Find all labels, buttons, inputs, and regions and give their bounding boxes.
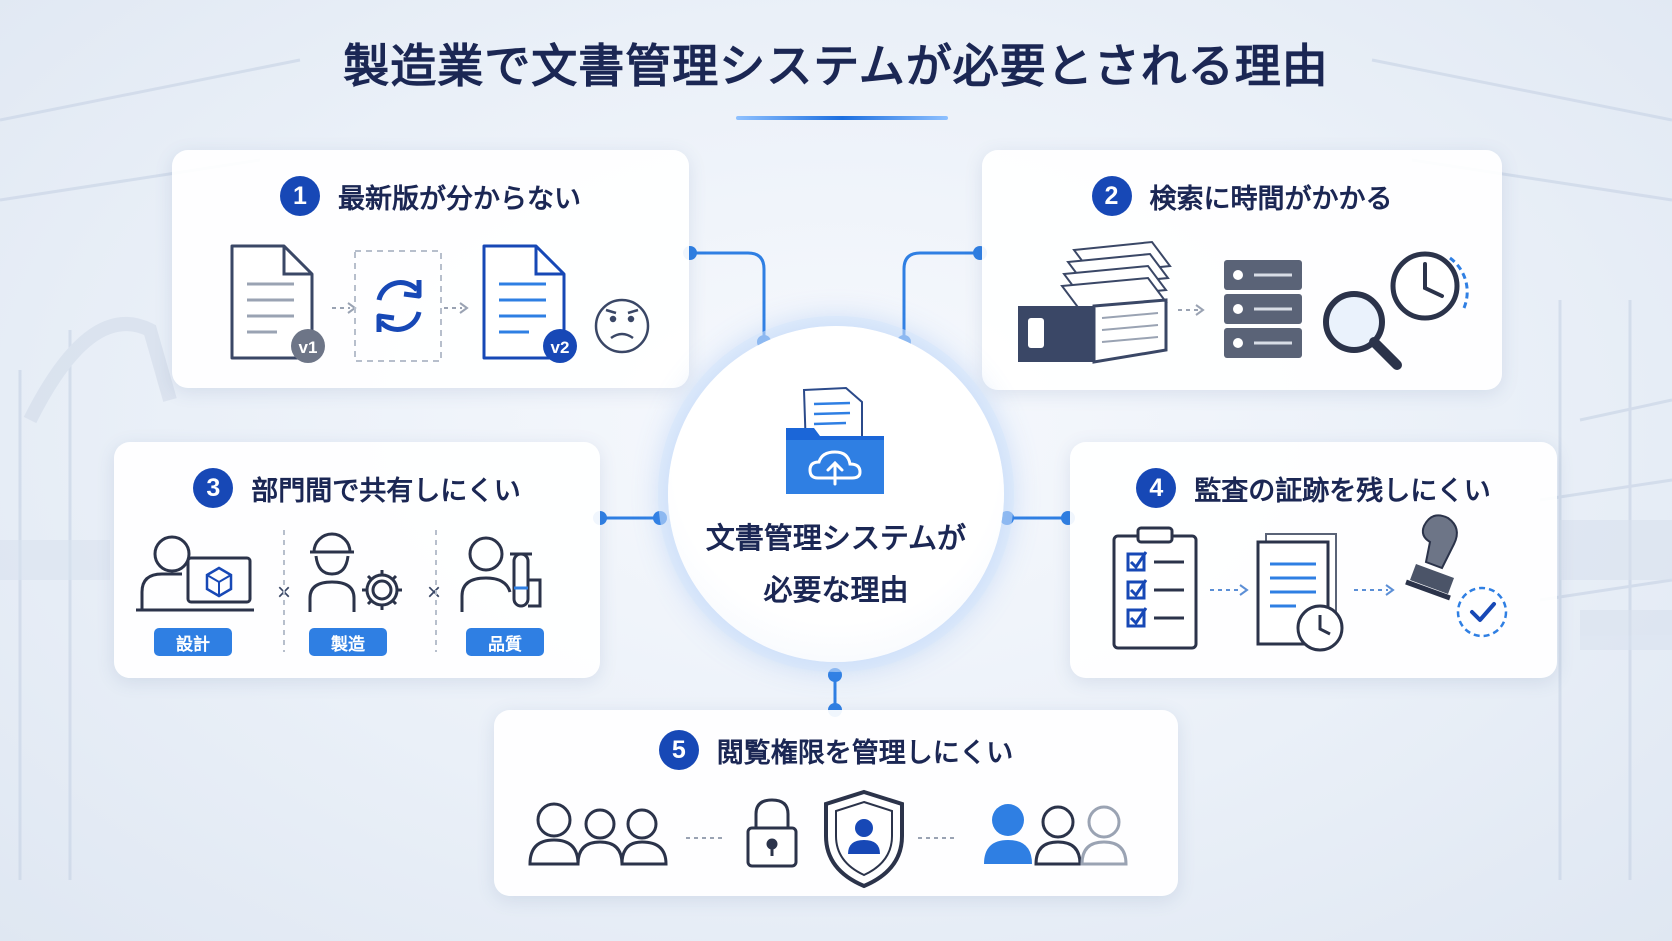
gear-icon — [362, 570, 402, 610]
card-title: 検索に時間がかかる — [1149, 183, 1393, 215]
title-underline — [736, 116, 948, 120]
card-cross-dept-sharing: 3 部門間で共有しにくい × × — [114, 442, 600, 678]
stamp-icon — [1405, 514, 1458, 601]
confused-face-icon — [594, 298, 650, 354]
card-number: 2 — [1091, 176, 1132, 216]
lock-icon — [746, 798, 798, 868]
badge-v1: v1 — [299, 338, 318, 357]
card-number: 3 — [193, 468, 234, 508]
users-group-icon — [528, 802, 668, 866]
card-number: 4 — [1136, 468, 1177, 508]
card-title: 閲覧権限を管理しにくい — [716, 737, 1014, 769]
card-latest-version: 1 最新版が分からない v1 v2 — [172, 150, 689, 388]
card-access-control: 5 閲覧権限を管理しにくい — [494, 710, 1178, 896]
card-title: 部門間で共有しにくい — [251, 475, 521, 507]
worker-icon — [308, 532, 356, 612]
card-title: 最新版が分からない — [338, 183, 581, 215]
shield-user-icon — [824, 789, 904, 889]
check-circle-icon — [1456, 586, 1508, 638]
magnifier-icon — [1323, 291, 1402, 370]
hub-text-line2: 必要な理由 — [763, 573, 909, 607]
sync-icon — [354, 250, 442, 362]
flask-icon — [510, 552, 542, 608]
card-audit-trail: 4 監査の証跡を残しにくい — [1070, 442, 1557, 678]
document-v1-icon: v1 — [230, 244, 325, 363]
quality-staff-icon — [460, 536, 512, 612]
hub-text-line1: 文書管理システムが — [705, 521, 967, 555]
dept-label-design: 設計 — [154, 628, 232, 656]
paper-stack-binder-icon — [1018, 240, 1172, 364]
document-v2-icon: v2 — [482, 244, 577, 363]
clock-icon — [1390, 251, 1469, 321]
card-number: 5 — [658, 730, 699, 770]
server-icon — [1224, 260, 1302, 358]
dept-label-manufacturing: 製造 — [309, 628, 387, 656]
users-access-icon — [984, 804, 1128, 866]
document-history-icon — [1256, 533, 1344, 652]
badge-v2: v2 — [551, 338, 570, 357]
card-title: 監査の証跡を残しにくい — [1194, 475, 1491, 507]
page-title: 製造業で文書管理システムが必要とされる理由 — [343, 39, 1329, 93]
designer-icon — [136, 535, 254, 612]
folder-cloud-icon — [786, 386, 884, 494]
svg-text:×: × — [427, 579, 441, 606]
dept-label-quality: 品質 — [466, 628, 544, 656]
card-number: 1 — [280, 176, 320, 216]
hub-text: 文書管理システムが 必要な理由 — [668, 512, 1004, 616]
card-search-time: 2 検索に時間がかかる — [982, 150, 1502, 390]
checklist-clipboard-icon — [1112, 526, 1198, 650]
